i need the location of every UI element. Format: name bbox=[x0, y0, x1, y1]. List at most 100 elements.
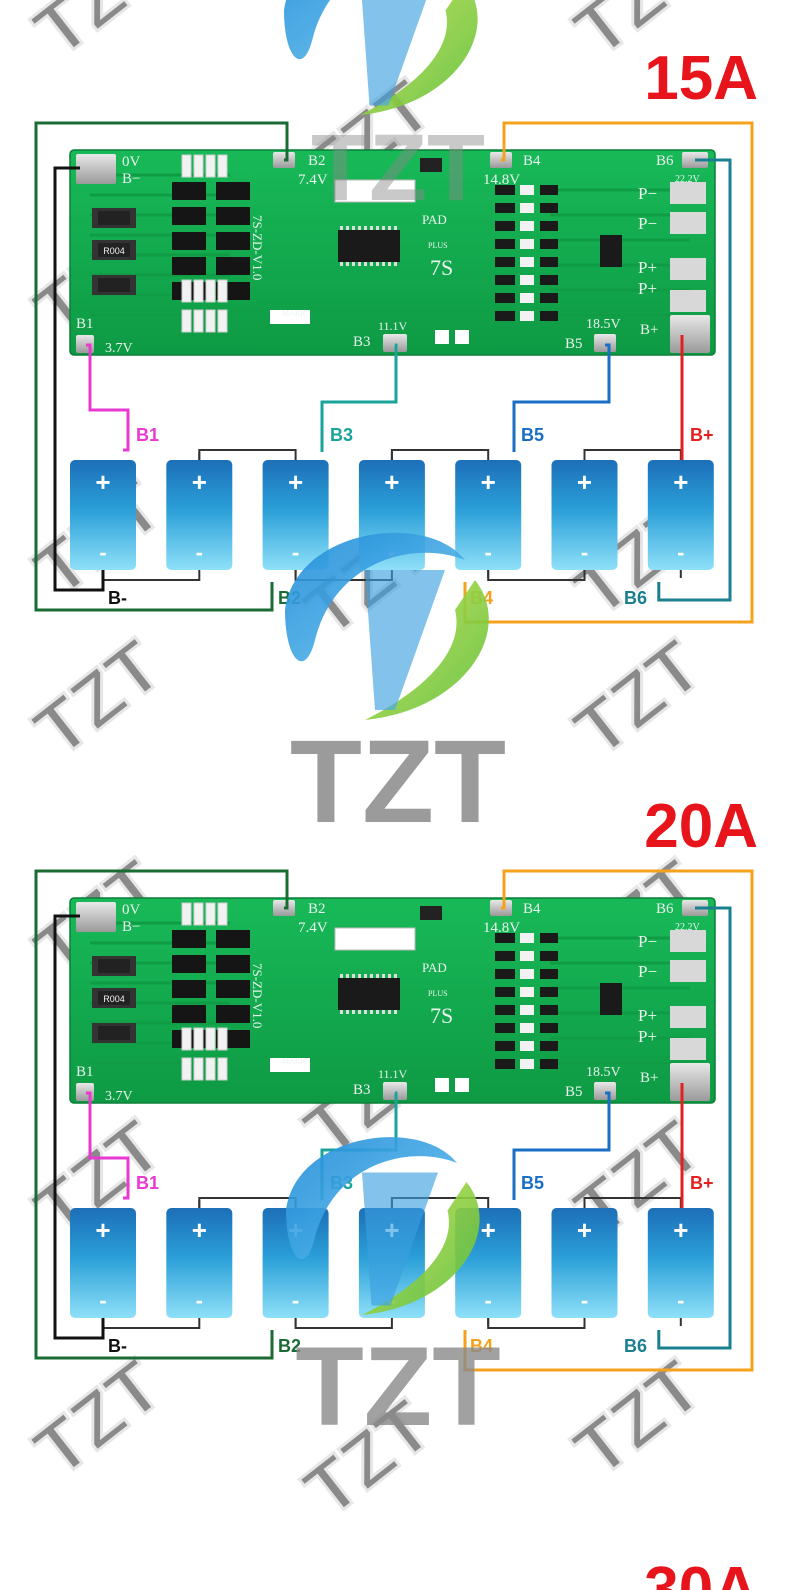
cell-positive-terminal: + bbox=[95, 1215, 110, 1245]
battery-cell: +- bbox=[647, 1208, 714, 1318]
output-pad bbox=[670, 258, 706, 280]
cell-body bbox=[166, 460, 233, 570]
mosfet-chip bbox=[172, 930, 206, 948]
battery-cell: +- bbox=[647, 460, 714, 570]
resistor-body bbox=[98, 243, 130, 257]
b1-wire-label: B1 bbox=[136, 425, 159, 445]
tzt-logo-overlay bbox=[286, 1137, 480, 1315]
balance-cap bbox=[520, 257, 534, 267]
balance-cap bbox=[520, 969, 534, 979]
mosfet-chip bbox=[216, 207, 250, 225]
pcb-outline bbox=[69, 149, 716, 356]
cell-body bbox=[551, 460, 618, 570]
b1-wire-label: B1 bbox=[136, 1173, 159, 1193]
output-pad bbox=[670, 1038, 706, 1060]
balance-resistor bbox=[540, 1059, 558, 1069]
ic-pin bbox=[340, 226, 343, 230]
mosfet-chip bbox=[172, 955, 206, 973]
resistor-marking: R004 bbox=[103, 994, 125, 1004]
balance-cap bbox=[520, 203, 534, 213]
cell-positive-terminal: + bbox=[384, 467, 399, 497]
b5-wire-label: B5 bbox=[521, 1173, 544, 1193]
pcb-outline bbox=[69, 897, 716, 1104]
mosfet-chip bbox=[216, 232, 250, 250]
smd-pad-block bbox=[193, 309, 204, 333]
tzt-logo-top bbox=[283, 0, 478, 116]
pad-label: PAD bbox=[422, 212, 447, 227]
balance-resistor bbox=[495, 1041, 515, 1051]
pad-b1-voltage: 3.7V bbox=[105, 1089, 133, 1104]
smd-pad-block bbox=[193, 902, 204, 926]
cell-positive-terminal: + bbox=[95, 467, 110, 497]
logo-green-swoosh bbox=[365, 580, 489, 720]
ic-pin bbox=[382, 974, 385, 978]
balance-cap bbox=[520, 293, 534, 303]
balance-resistor bbox=[540, 1041, 558, 1051]
logo-blue-swoosh bbox=[283, 0, 331, 60]
smd-pad-block bbox=[217, 1057, 228, 1081]
balance-resistor bbox=[495, 257, 515, 267]
mosfet-chip bbox=[216, 980, 250, 998]
b2-wire bbox=[34, 121, 289, 612]
ic-pin bbox=[388, 262, 391, 266]
balance-cap bbox=[520, 311, 534, 321]
cell-body bbox=[70, 460, 136, 570]
mosfet-chip bbox=[172, 1005, 206, 1023]
connector-header bbox=[334, 179, 416, 203]
balance-resistor bbox=[540, 185, 558, 195]
b4-wire bbox=[463, 869, 754, 1372]
logo-green-swoosh bbox=[362, 1182, 480, 1315]
small-chip bbox=[420, 158, 442, 172]
smd-pad-block bbox=[181, 309, 192, 333]
output-pad bbox=[670, 212, 706, 234]
balance-pad-b0 bbox=[76, 154, 116, 184]
pad-b2-label: B2 bbox=[308, 901, 326, 917]
cell-negative-terminal: - bbox=[99, 1288, 106, 1313]
smd-pad-block bbox=[193, 279, 204, 303]
pad-b4-label: B4 bbox=[523, 153, 541, 169]
logo-blue-swoosh bbox=[285, 532, 465, 662]
test-pad bbox=[435, 330, 449, 344]
b6-wire bbox=[657, 158, 732, 602]
smd-pad-block bbox=[181, 1027, 192, 1051]
balance-wires: B-B1B2B3B4B5B6B+ bbox=[34, 869, 754, 1372]
b5-wire bbox=[512, 1091, 611, 1200]
cell-body bbox=[166, 1208, 233, 1318]
mosfet-chip bbox=[216, 1005, 250, 1023]
ic-pin bbox=[388, 226, 391, 230]
balance-resistor bbox=[540, 1023, 558, 1033]
cell-negative-terminal: - bbox=[99, 540, 106, 565]
b3-wire-label: B3 bbox=[330, 425, 353, 445]
current-rating-label: 30A bbox=[644, 1555, 758, 1590]
mosfet-chip bbox=[172, 182, 206, 200]
battery-cell: +- bbox=[166, 1208, 233, 1318]
smd-pad-block bbox=[205, 279, 216, 303]
pad-bplus-label: B+ bbox=[640, 1070, 658, 1086]
ic-pin bbox=[370, 974, 373, 978]
battery-cell: +- bbox=[551, 460, 618, 570]
balance-resistor bbox=[540, 1005, 558, 1015]
ic-pin bbox=[370, 1010, 373, 1014]
resistor-body bbox=[98, 959, 130, 973]
ic-pin bbox=[352, 974, 355, 978]
output-pad-label: P+ bbox=[638, 258, 657, 277]
balance-resistor bbox=[540, 311, 558, 321]
b1-wire bbox=[86, 1091, 130, 1200]
smd-pad-block bbox=[217, 279, 228, 303]
cell-negative-terminal: - bbox=[196, 1288, 203, 1313]
cell-negative-terminal: - bbox=[196, 540, 203, 565]
mosfet-chip bbox=[216, 182, 250, 200]
balance-resistor bbox=[495, 951, 515, 961]
balance-cap bbox=[520, 221, 534, 231]
pad-b4-voltage: 14.8V bbox=[483, 920, 520, 936]
smd-pad-block bbox=[181, 154, 192, 178]
resistor-body bbox=[98, 278, 130, 292]
ic-pin bbox=[340, 1010, 343, 1014]
smd-pad-block bbox=[217, 154, 228, 178]
battery-cell: +- bbox=[70, 460, 136, 570]
pad-b3-voltage: 11.1V bbox=[378, 319, 408, 333]
pad-b1-label: B1 bbox=[76, 316, 94, 332]
mark-label: MARK bbox=[282, 309, 306, 318]
cell-positive-terminal: + bbox=[192, 1215, 207, 1245]
